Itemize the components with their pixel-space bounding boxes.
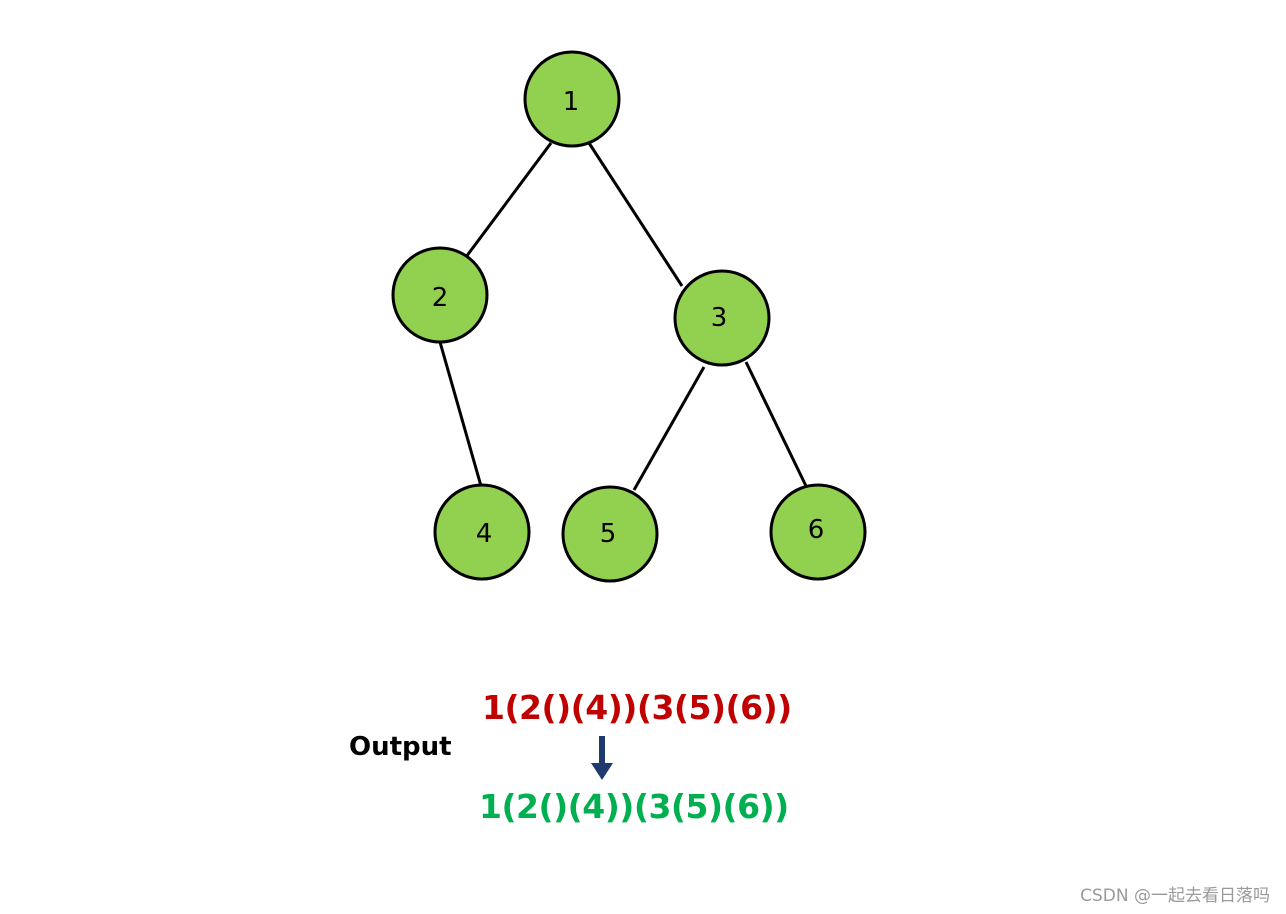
node-label-3: 3 bbox=[711, 303, 728, 333]
edge-2-4 bbox=[438, 341, 483, 487]
edge-3-6 bbox=[744, 361, 808, 487]
result-expression: 1(2()(4))(3(5)(6)) bbox=[479, 787, 789, 826]
node-label-1: 1 bbox=[563, 87, 580, 117]
edge-3-5 bbox=[632, 366, 706, 491]
input-expression: 1(2()(4))(3(5)(6)) bbox=[482, 688, 792, 727]
down-arrow-icon bbox=[591, 736, 613, 780]
tree-node-1: 1 bbox=[523, 50, 621, 148]
watermark: CSDN @一起去看日落吗 bbox=[1080, 886, 1270, 906]
edge-1-2 bbox=[464, 142, 553, 258]
edge-1-3 bbox=[587, 142, 684, 287]
tree-node-3: 3 bbox=[673, 269, 771, 367]
node-label-5: 5 bbox=[600, 519, 617, 549]
tree-node-4: 4 bbox=[433, 483, 531, 581]
node-label-2: 2 bbox=[432, 283, 449, 313]
tree-node-2: 2 bbox=[391, 246, 489, 344]
node-label-4: 4 bbox=[476, 519, 493, 549]
tree-node-6: 6 bbox=[769, 483, 867, 581]
tree-node-5: 5 bbox=[561, 485, 659, 583]
node-label-6: 6 bbox=[808, 515, 825, 545]
output-label: Output bbox=[349, 732, 452, 762]
